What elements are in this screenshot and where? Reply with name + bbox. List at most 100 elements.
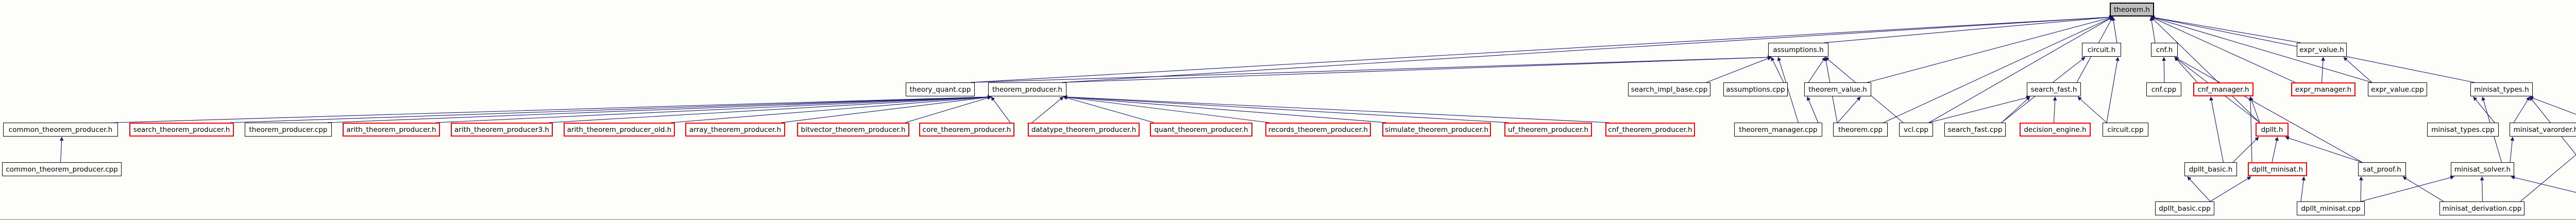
node-search-fast-h[interactable]: search_fast.h xyxy=(2027,82,2081,96)
node-assumptions-cpp[interactable]: assumptions.cpp xyxy=(1723,82,1788,96)
node-common-theorem-producer-cpp[interactable]: common_theorem_producer.cpp xyxy=(2,162,122,176)
edge-core_theorem_producer_h-to-theorem_producer_h xyxy=(991,96,1011,123)
node-simulate-theorem-producer-h[interactable]: simulate_theorem_producer.h xyxy=(1382,123,1491,137)
node-search-impl-base-cpp[interactable]: search_impl_base.cpp xyxy=(1628,82,1710,96)
edge-theory_quant_cpp-to-theorem_h xyxy=(970,15,2113,83)
node-sat-proof-h[interactable]: sat_proof.h xyxy=(2358,162,2406,176)
node-cnf-h[interactable]: cnf.h xyxy=(2151,43,2178,57)
node-minisat-solver-h[interactable]: minisat_solver.h xyxy=(2451,162,2514,176)
node-uf-theorem-producer-h[interactable]: uf_theorem_producer.h xyxy=(1504,123,1592,137)
edge-dpllt_minisat_h-to-dpllt_h xyxy=(2272,137,2279,163)
edge-search_impl_base_cpp-to-assumptions_h xyxy=(1706,56,1772,83)
edge-circuit_h-to-theorem_h xyxy=(2111,16,2117,43)
node-theorem-h[interactable]: theorem.h xyxy=(2110,3,2154,16)
edge-dpllt_h-to-cnf_manager_h xyxy=(2249,96,2260,123)
edge-theorem_value_h-to-assumptions_h xyxy=(1808,57,1826,83)
edge-datatype_theorem_producer_h-to-theorem_producer_h xyxy=(1031,96,1064,123)
node-dpllt-basic-cpp[interactable]: dpllt_basic.cpp xyxy=(2155,201,2214,215)
node-minisat-types-h[interactable]: minisat_types.h xyxy=(2470,82,2533,96)
edge-expr_manager_h-to-expr_value_h xyxy=(2321,57,2325,83)
node-theorem-value-h[interactable]: theorem_value.h xyxy=(1804,82,1871,96)
node-quant-theorem-producer-h[interactable]: quant_theorem_producer.h xyxy=(1150,123,1252,137)
edge-array_theorem_producer_h-to-theorem_producer_h xyxy=(781,95,992,123)
node-cnf-manager-h[interactable]: cnf_manager.h xyxy=(2193,82,2253,96)
node-arith-theorem-producer-old-h[interactable]: arith_theorem_producer_old.h xyxy=(564,123,675,137)
node-search-fast-cpp[interactable]: search_fast.cpp xyxy=(1944,123,2006,137)
edge-theorem_producer_cpp-to-theorem_producer_h xyxy=(327,95,992,123)
edge-arith_theorem_producer3_h-to-theorem_producer_h xyxy=(548,95,992,123)
edge-cnf_manager_h-to-cnf_h xyxy=(2174,57,2198,83)
node-arith-theorem-producer-h[interactable]: arith_theorem_producer.h xyxy=(343,123,440,137)
edge-search_theorem_producer_h-to-theorem_producer_h xyxy=(229,95,992,123)
edge-minisat_derivation_h-to-minisat_types_h xyxy=(2529,96,2576,115)
edge-theorem_manager_cpp-to-assumptions_h xyxy=(1777,57,1799,123)
node-minisat-types-cpp[interactable]: minisat_types.cpp xyxy=(2427,123,2499,137)
node-theorem-manager-cpp[interactable]: theorem_manager.cpp xyxy=(1734,123,1822,137)
node-dpllt-minisat-h[interactable]: dpllt_minisat.h xyxy=(2248,162,2307,176)
edge-expr_value_cpp-to-expr_value_h xyxy=(2343,57,2372,83)
edge-cnf_h-to-theorem_h xyxy=(2149,16,2156,43)
edge-dpllt_minisat_cpp-to-dpllt_minisat_h xyxy=(2300,176,2306,202)
edge-minisat_derivation_cpp-to-sat_proof_h xyxy=(2402,176,2444,202)
node-array-theorem-producer-h[interactable]: array_theorem_producer.h xyxy=(685,123,785,137)
edge-bitvector_theorem_producer_h-to-theorem_producer_h xyxy=(905,96,992,123)
node-dpllt-h[interactable]: dpllt.h xyxy=(2256,123,2289,137)
edge-common_theorem_producer_cpp-to-common_theorem_producer_h xyxy=(59,137,64,163)
node-minisat-derivation-cpp[interactable]: minisat_derivation.cpp xyxy=(2439,201,2524,215)
edge-expr_manager_h-to-theorem_h xyxy=(2150,16,2296,83)
edge-minisat_varorder_h-to-minisat_types_h xyxy=(2513,96,2530,123)
edge-minisat_solver_cpp-to-minisat_types_h xyxy=(2529,96,2576,155)
edge-theory_quant_cpp-to-assumptions_h xyxy=(970,55,1772,83)
edge-search_fast_cpp-to-search_fast_h xyxy=(2001,96,2030,123)
edge-sat_proof_h-to-cnf_h xyxy=(2174,57,2363,163)
edge-uf_theorem_producer_h-to-theorem_producer_h xyxy=(1063,95,1509,123)
edge-common_theorem_producer_h-to-theorem_producer_h xyxy=(113,95,992,123)
edge-theorem_producer_h-to-assumptions_h xyxy=(1062,55,1772,83)
node-decision-engine-h[interactable]: decision_engine.h xyxy=(2020,123,2091,137)
node-records-theorem-producer-h[interactable]: records_theorem_producer.h xyxy=(1265,123,1371,137)
node-theory-quant-cpp[interactable]: theory_quant.cpp xyxy=(906,82,975,96)
node-assumptions-h[interactable]: assumptions.h xyxy=(1768,43,1828,57)
edge-theorem_value_h-to-theorem_h xyxy=(1867,16,2113,83)
node-theorem-cpp[interactable]: theorem.cpp xyxy=(1833,123,1888,137)
node-cnf-theorem-producer-h[interactable]: cnf_theorem_producer.h xyxy=(1605,123,1695,137)
edge-vcl_cpp-to-search_fast_h xyxy=(1928,95,2030,123)
node-datatype-theorem-producer-h[interactable]: datatype_theorem_producer.h xyxy=(1028,123,1140,137)
node-dpllt-minisat-cpp[interactable]: dpllt_minisat.cpp xyxy=(2297,201,2365,215)
edge-vcl_cpp-to-theorem_h xyxy=(1928,16,2113,123)
node-circuit-h[interactable]: circuit.h xyxy=(2082,43,2121,57)
node-cnf-cpp[interactable]: cnf.cpp xyxy=(2146,82,2181,96)
edge-dpllt_minisat_h-to-cnf_manager_h xyxy=(2248,96,2253,163)
edge-quant_theorem_producer_h-to-theorem_producer_h xyxy=(1063,96,1155,123)
edge-decision_engine_h-to-search_fast_h xyxy=(2053,96,2057,123)
edge-minisat_derivation_cpp-to-minisat_derivation_h xyxy=(2520,154,2576,202)
node-vcl-cpp[interactable]: vcl.cpp xyxy=(1899,123,1933,137)
node-circuit-cpp[interactable]: circuit.cpp xyxy=(2103,123,2148,137)
edge-arith_theorem_producer_h-to-theorem_producer_h xyxy=(435,95,992,123)
edge-dpllt_basic_h-to-dpllt_h xyxy=(2232,137,2259,163)
node-dpllt-basic-h[interactable]: dpllt_basic.h xyxy=(2184,162,2237,176)
edge-records_theorem_producer_h-to-theorem_producer_h xyxy=(1063,95,1270,123)
node-arith-theorem-producer3-h[interactable]: arith_theorem_producer3.h xyxy=(451,123,553,137)
edge-dpllt_minisat_cpp-to-minisat_solver_h xyxy=(2360,176,2454,202)
node-expr-value-h[interactable]: expr_value.h xyxy=(2297,43,2347,57)
node-search-theorem-producer-h[interactable]: search_theorem_producer.h xyxy=(129,123,234,137)
node-expr-manager-h[interactable]: expr_manager.h xyxy=(2291,82,2355,96)
node-theorem-producer-cpp[interactable]: theorem_producer.cpp xyxy=(245,123,332,137)
edge-theorem_manager_cpp-to-theorem_value_h xyxy=(1807,96,1819,123)
node-common-theorem-producer-h[interactable]: common_theorem_producer.h xyxy=(3,123,118,137)
edge-simulate_theorem_producer_h-to-theorem_producer_h xyxy=(1063,95,1387,123)
edge-circuit_cpp-to-search_fast_h xyxy=(2077,96,2107,123)
edge-minisat_solver_h-to-minisat_varorder_h xyxy=(2510,137,2515,163)
edge-dpllt_h-to-theorem_h xyxy=(2150,16,2260,123)
edge-dpllt_basic_h-to-cnf_manager_h xyxy=(2209,96,2224,163)
edge-arith_theorem_producer_old_h-to-theorem_producer_h xyxy=(670,95,992,123)
node-bitvector-theorem-producer-h[interactable]: bitvector_theorem_producer.h xyxy=(797,123,909,137)
node-theorem-producer-h[interactable]: theorem_producer.h xyxy=(988,82,1066,96)
edge-dpllt_basic_cpp-to-dpllt_basic_h xyxy=(2187,176,2211,202)
node-core-theorem-producer-h[interactable]: core_theorem_producer.h xyxy=(919,123,1014,137)
node-minisat-varorder-h[interactable]: minisat_varorder.h xyxy=(2510,123,2576,137)
edge-minisat_derivation_cpp-to-minisat_solver_h xyxy=(2480,176,2484,202)
node-expr-value-cpp[interactable]: expr_value.cpp xyxy=(2368,82,2427,96)
